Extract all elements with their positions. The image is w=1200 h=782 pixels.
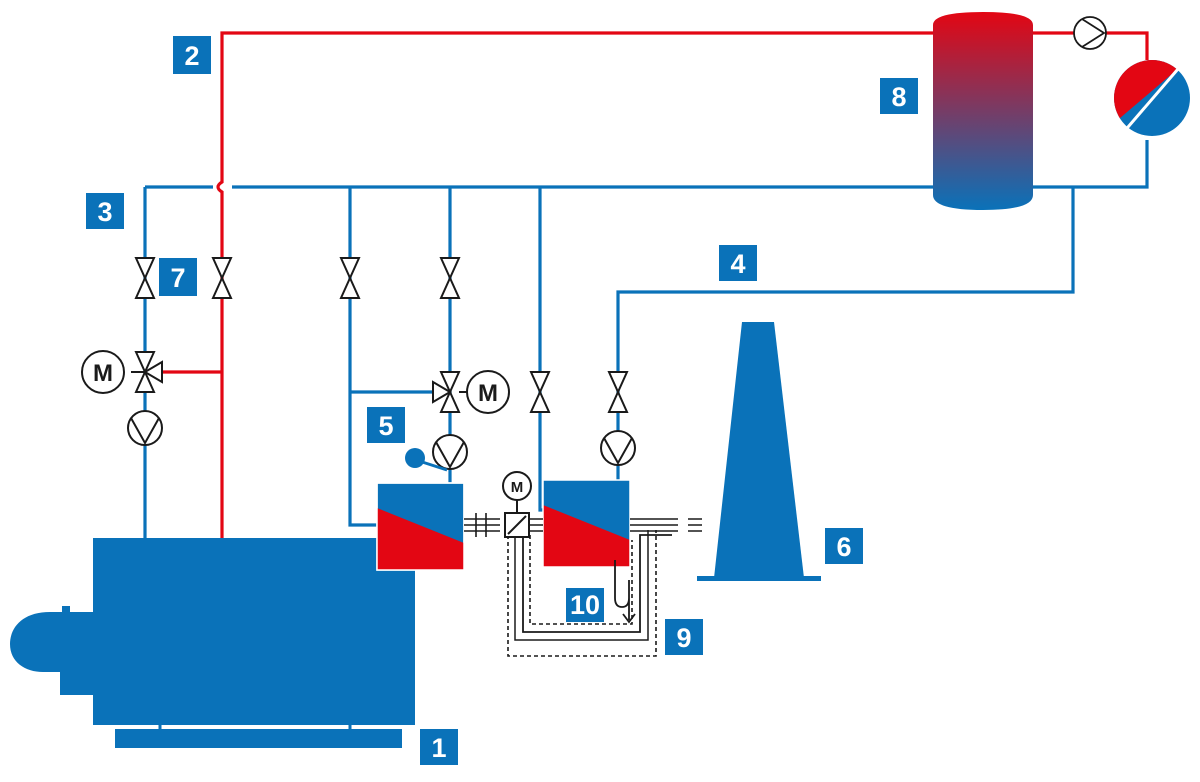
flue-damper-icon: M [502, 471, 532, 538]
svg-text:6: 6 [836, 532, 851, 562]
badge-5: 5 [367, 407, 405, 443]
pumps [127, 410, 636, 470]
damper-motor-label: M [511, 479, 524, 496]
badge-2: 2 [173, 36, 211, 74]
chimney-icon [697, 322, 821, 581]
boiler [10, 538, 415, 748]
svg-text:7: 7 [170, 263, 185, 293]
gate-valve-icon [134, 257, 156, 299]
hx2-return-pipe [616, 187, 1075, 480]
svg-text:8: 8 [891, 82, 906, 112]
flue-bypass-duct [507, 530, 672, 657]
condensate-siphon-icon [614, 560, 636, 624]
gate-valve-icon [607, 371, 629, 413]
svg-text:4: 4 [730, 249, 745, 279]
main-flow-pipe [216, 31, 1149, 540]
svg-text:2: 2 [184, 41, 199, 71]
svg-text:9: 9 [676, 623, 691, 653]
gate-valve-icon [439, 257, 461, 299]
gate-valves [134, 257, 629, 413]
boiler-body [93, 538, 415, 725]
gate-valve-icon [339, 257, 361, 299]
expansion-vessel-icon [405, 448, 448, 472]
left-motor-label: M [93, 360, 113, 387]
hx1-bypass-pipe [348, 187, 377, 527]
hx2-supply-pipe [538, 187, 546, 512]
heat-exchanger-1 [376, 482, 465, 571]
heat-exchanger-2 [542, 479, 631, 568]
return-header-pipe [145, 140, 1149, 189]
badge-8: 8 [880, 78, 918, 114]
center-motor-label: M [478, 380, 498, 407]
three-way-valve-icon [432, 370, 510, 414]
number-badges: 1 2 3 4 5 6 7 8 [86, 36, 918, 765]
badge-6: 6 [825, 528, 863, 564]
badge-3: 3 [86, 193, 124, 229]
flue-gas-duct [464, 513, 702, 537]
badge-9: 9 [665, 619, 703, 655]
svg-text:1: 1 [431, 733, 446, 763]
three-way-valve-icon [81, 350, 163, 394]
circulation-pump-icon [1073, 16, 1107, 50]
badge-1: 1 [420, 729, 458, 765]
burner-icon [10, 606, 93, 695]
circulation-pump-icon [127, 410, 163, 446]
badge-4: 4 [719, 245, 757, 281]
boiler-base [115, 729, 402, 748]
circulation-pump-icon [432, 434, 468, 470]
svg-text:3: 3 [97, 197, 112, 227]
badge-7: 7 [159, 258, 197, 296]
consumer-icon [1114, 60, 1190, 136]
flow-pipe-network [160, 31, 1149, 540]
gate-valve-icon [211, 257, 233, 299]
gate-valve-icon [529, 371, 551, 413]
circulation-pump-icon [600, 430, 636, 466]
storage-tank-icon [933, 12, 1033, 210]
svg-text:10: 10 [570, 590, 600, 620]
badge-10: 10 [566, 588, 604, 622]
svg-text:5: 5 [378, 411, 393, 441]
